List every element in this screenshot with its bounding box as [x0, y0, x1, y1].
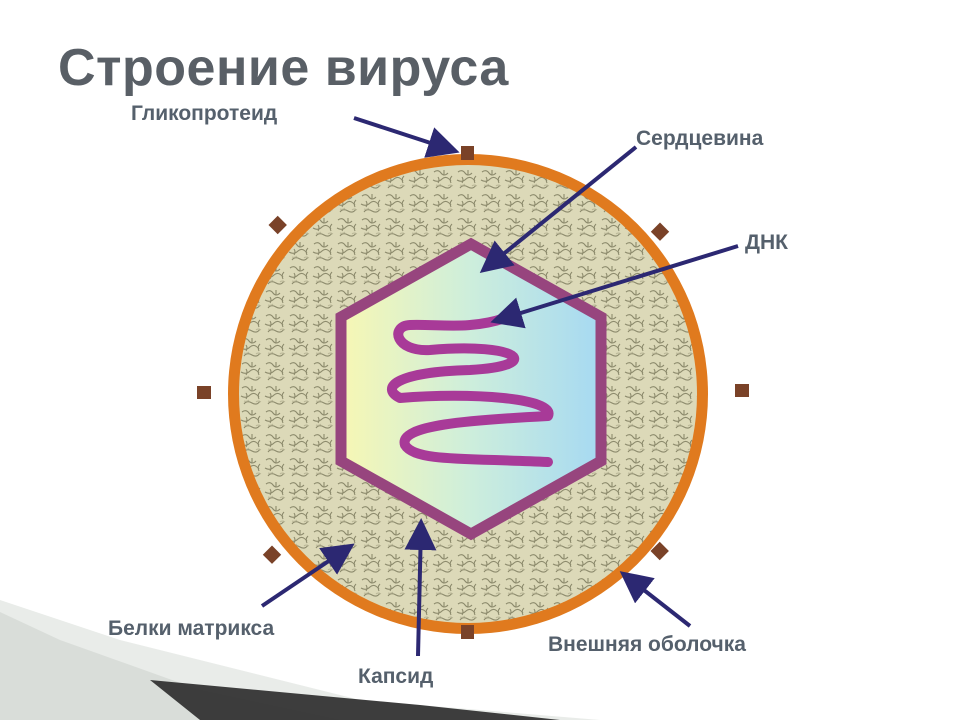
label-arrows [260, 116, 739, 657]
glycoprotein-spike [650, 541, 669, 561]
arrow-capsid [404, 518, 437, 657]
glycoprotein-spike [461, 146, 474, 160]
glycoprotein-spike [735, 384, 749, 397]
arrow-dna [490, 244, 739, 329]
glycoprotein-spike [650, 222, 670, 241]
label-capsid: Капсид [358, 665, 433, 688]
arrow-core [479, 145, 638, 274]
label-glycoprotein: Гликопротеид [131, 102, 277, 125]
glycoprotein-spike [197, 386, 211, 399]
glycoprotein-spike [262, 545, 282, 564]
dna-strand [387, 313, 554, 467]
arrow-outer-envelope [619, 571, 692, 628]
label-dna: ДНК [745, 231, 788, 254]
label-outer-envelope: Внешняя оболочка [548, 633, 746, 656]
glycoprotein-spike [268, 215, 287, 235]
glycoprotein-spike [461, 625, 474, 639]
decorative-corner-band [0, 600, 600, 720]
labels: Гликопротеид Сердцевина ДНК Белки матрик… [108, 102, 788, 688]
slide-title: Строение вируса [58, 39, 509, 97]
arrow-glycoprotein [353, 116, 460, 158]
glycoprotein-spikes [197, 146, 749, 639]
label-matrix-proteins: Белки матрикса [108, 617, 274, 640]
label-core: Сердцевина [636, 127, 764, 150]
arrow-matrix-proteins [260, 543, 355, 608]
